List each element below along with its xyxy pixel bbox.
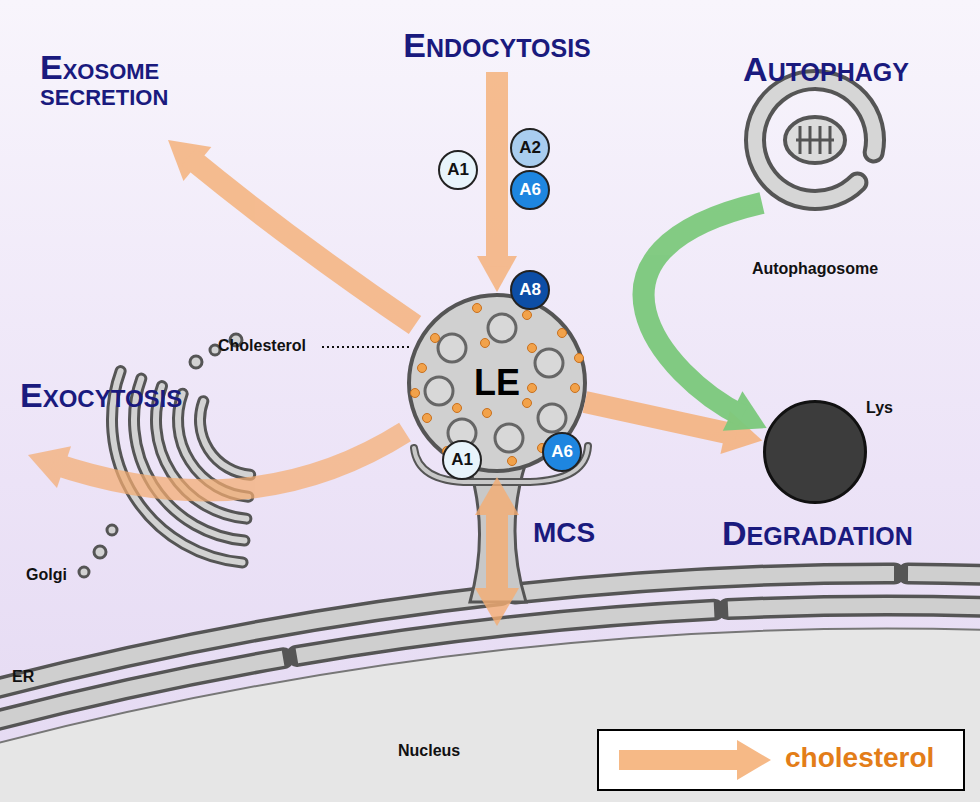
cholesterol-dot <box>418 364 427 373</box>
legend-box: cholesterol <box>597 729 965 791</box>
cholesterol-dot <box>411 389 420 398</box>
intraluminal-vesicle <box>535 349 563 377</box>
node-text: Lys <box>866 399 893 417</box>
golgi-vesicle <box>107 525 117 535</box>
arrow-shaft <box>53 432 405 490</box>
protein-circle: A6 <box>510 170 550 210</box>
exocytosis-arrow <box>28 432 405 490</box>
cholesterol-dot <box>483 409 492 418</box>
arrow-shaft <box>486 72 508 267</box>
node-text: A2 <box>519 138 541 158</box>
node-text: Golgi <box>26 566 67 583</box>
cholesterol-dot <box>528 344 537 353</box>
golgi-cisterna <box>200 401 250 475</box>
cholesterol-dot <box>431 334 440 343</box>
legend-text: cholesterol <box>785 742 934 774</box>
cholesterol-arrow <box>475 477 519 626</box>
er-lumen <box>0 605 980 722</box>
protein-circle: A8 <box>510 270 550 310</box>
organelle-label-box: Nucleus <box>398 742 460 760</box>
process-label: ENDOCYTOSIS <box>388 28 606 64</box>
cholesterol-dot <box>575 354 584 363</box>
arrow-shaft <box>644 203 762 416</box>
golgi-vesicle <box>79 567 89 577</box>
late-endosome-body <box>409 295 585 471</box>
intraluminal-vesicle <box>495 424 523 452</box>
cholesterol-dot <box>481 339 490 348</box>
cholesterol-dot <box>558 329 567 338</box>
arrow-shaft <box>486 504 508 600</box>
edge-label: MCS <box>533 518 595 547</box>
leader-line <box>322 346 411 348</box>
lysosome: Lys <box>763 400 867 504</box>
process-label: DEGRADATION <box>722 516 913 552</box>
crista <box>796 139 834 142</box>
intraluminal-vesicle <box>438 334 466 362</box>
cholesterol-dot <box>508 457 517 466</box>
golgi-vesicle <box>94 546 106 558</box>
node-text: A1 <box>447 160 469 180</box>
organelle-label-box: ER <box>0 600 980 700</box>
organelle-label-box: Autophagosome <box>740 75 890 280</box>
intraluminal-vesicle <box>425 377 453 405</box>
process-label: EXOCYTOSIS <box>20 378 182 414</box>
protein-circle: A1 <box>438 150 478 190</box>
golgi-lumen <box>200 401 250 475</box>
cholesterol-dot <box>571 384 580 393</box>
arrow-shaft <box>189 157 415 325</box>
node-text: Autophagosome <box>752 260 878 280</box>
intraluminal-vesicle <box>538 404 566 432</box>
exosome-arrow <box>168 140 415 325</box>
node-text: A6 <box>519 180 541 200</box>
autophagy-flux-arrow <box>644 203 767 431</box>
node-text: Nucleus <box>398 742 460 759</box>
intraluminal-vesicle <box>488 314 516 342</box>
node-text: A6 <box>551 442 573 462</box>
protein-circle: A1 <box>442 440 482 480</box>
autophagosome-membrane <box>755 80 875 200</box>
autophagosome-lumen <box>755 80 875 200</box>
process-label: AUTOPHAGY <box>728 52 924 88</box>
cholesterol-dot <box>453 404 462 413</box>
arrow-shaft <box>619 750 747 770</box>
node-text: ER <box>12 668 34 686</box>
node-text: A1 <box>451 450 473 470</box>
mitochondrion <box>785 117 845 163</box>
cholesterol-dot <box>523 311 532 320</box>
process-label: EXOSOME SECRETION <box>40 50 215 109</box>
annotation-label: Cholesterol <box>218 338 306 355</box>
protein-circle: A2 <box>510 128 550 168</box>
node-text: LE <box>474 362 520 404</box>
cholesterol-dot <box>423 414 432 423</box>
legend-arrow-sample <box>603 731 778 789</box>
cholesterol-dot <box>528 384 537 393</box>
node-text: A8 <box>519 280 541 300</box>
legend-arrow <box>619 740 771 780</box>
organelle-label-box: Golgi <box>26 566 67 584</box>
golgi-vesicle <box>190 356 202 368</box>
protein-circle: A6 <box>542 432 582 472</box>
cholesterol-dot <box>523 399 532 408</box>
cholesterol-dot <box>473 304 482 313</box>
er-membrane <box>0 605 980 722</box>
